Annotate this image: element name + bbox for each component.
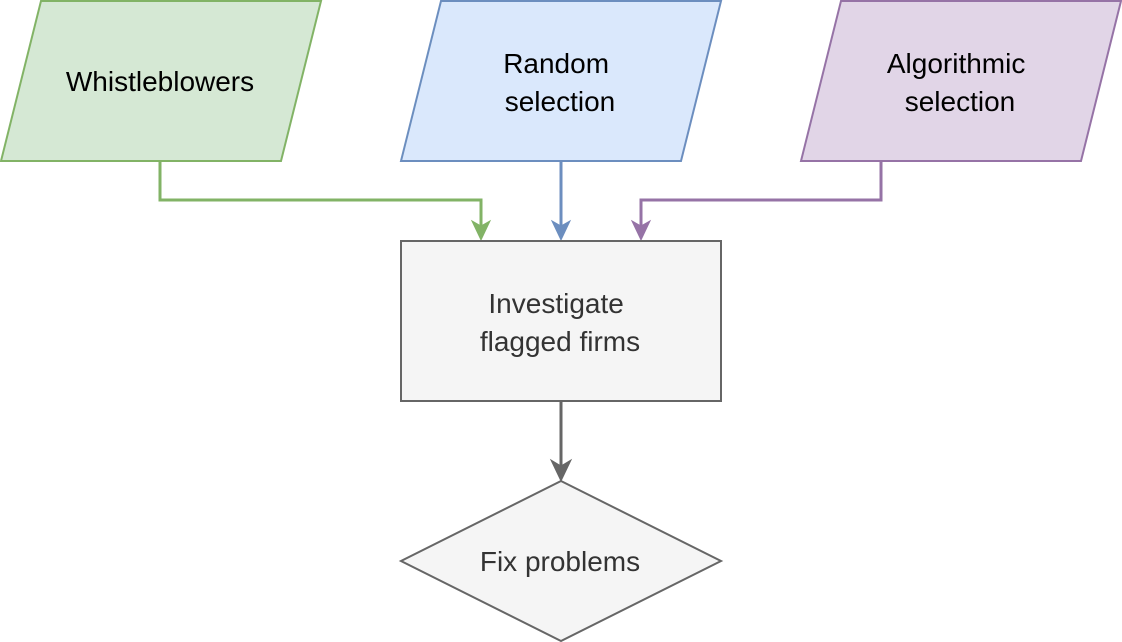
node-label: Algorithmic selection <box>887 48 1033 117</box>
parallelogram-shape <box>799 0 1122 162</box>
node-label: Whistleblowers <box>66 66 254 97</box>
decision-diamond <box>398 479 724 642</box>
arrowhead-icon <box>550 219 572 242</box>
parallelogram-shape <box>399 0 723 162</box>
node-random-selection: Random selection <box>399 0 723 162</box>
edge-investigate-to-fix <box>549 401 573 483</box>
node-label: Random selection <box>503 48 617 117</box>
edge-line <box>639 161 883 228</box>
process-box <box>400 240 722 402</box>
node-label: Fix problems <box>480 546 640 577</box>
arrowhead-icon <box>549 458 573 483</box>
edge-algorithmic-to-investigate <box>630 161 883 242</box>
node-fix-problems: Fix problems <box>398 479 724 642</box>
edge-random-to-investigate <box>550 161 572 242</box>
arrowhead-icon <box>470 219 492 242</box>
node-whistleblowers: Whistleblowers <box>0 0 323 162</box>
node-label: Investigate flagged firms <box>480 288 640 357</box>
edge-line <box>158 161 483 228</box>
node-algorithmic-selection: Algorithmic selection <box>799 0 1122 162</box>
node-investigate-flagged-firms: Investigate flagged firms <box>400 240 722 402</box>
edge-whistleblowers-to-investigate <box>158 161 492 242</box>
parallelogram-shape <box>0 0 323 162</box>
arrowhead-icon <box>630 219 652 242</box>
